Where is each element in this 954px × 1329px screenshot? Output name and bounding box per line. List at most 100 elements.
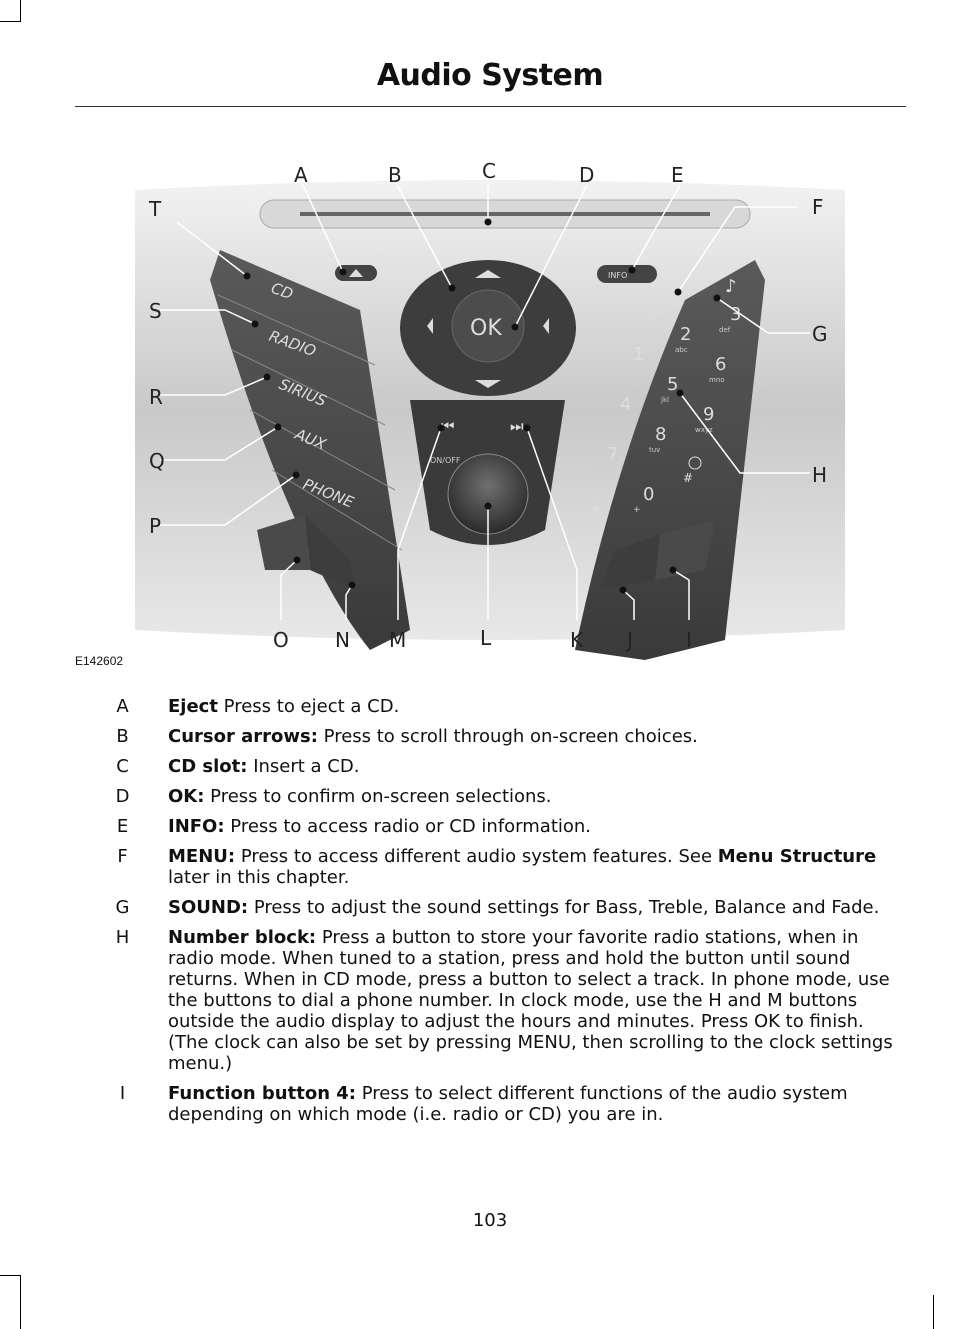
info-button bbox=[597, 265, 657, 283]
callout-h: H bbox=[812, 463, 827, 487]
arrow-up-icon bbox=[475, 270, 501, 278]
legend-letter: I bbox=[119, 1083, 126, 1104]
callout-l: L bbox=[480, 626, 492, 650]
keypad-key-3: 3 bbox=[730, 304, 741, 325]
callout-m: M bbox=[389, 628, 406, 652]
legend-body: Press to select different functions of t… bbox=[168, 1083, 848, 1125]
callout-f: F bbox=[812, 195, 824, 219]
crop-mark-bottom-right-v bbox=[933, 1295, 934, 1329]
legend-row-g: G SOUND: Press to adjust the sound setti… bbox=[75, 897, 905, 918]
clock-icon bbox=[688, 456, 702, 470]
callout-o: O bbox=[273, 628, 289, 652]
arrow-right-icon bbox=[543, 318, 549, 334]
legend-row-a: A Eject Press to eject a CD. bbox=[75, 696, 905, 717]
callout-dots bbox=[243, 218, 721, 594]
callout-b: B bbox=[388, 163, 402, 187]
title-divider bbox=[75, 106, 906, 107]
crop-mark-bottom-left-h bbox=[0, 1275, 21, 1276]
callout-i: I bbox=[686, 628, 692, 652]
info-button-label: INFO bbox=[608, 271, 627, 280]
legend-body: Press to scroll through on-screen choice… bbox=[317, 726, 698, 747]
eject-icon bbox=[349, 269, 363, 277]
keypad-key-6-letters: mno bbox=[709, 376, 725, 384]
legend-letter: E bbox=[116, 816, 129, 837]
ok-button bbox=[451, 289, 525, 363]
crop-mark-bottom-left-v bbox=[20, 1275, 21, 1329]
legend-row-i: I Function button 4: Press to select dif… bbox=[75, 1083, 905, 1125]
callout-n: N bbox=[335, 628, 350, 652]
legend-body: Press to eject a CD. bbox=[217, 696, 400, 717]
legend-body: Press a button to store your favorite ra… bbox=[168, 927, 893, 1074]
page-title: Audio System bbox=[376, 58, 604, 93]
legend-letter: G bbox=[115, 897, 130, 918]
legend-description: CD slot: Insert a CD. bbox=[168, 756, 905, 777]
function-button-2 bbox=[305, 515, 355, 590]
source-buttons: CD RADIO SIRIUS AUX PHONE bbox=[210, 250, 410, 650]
legend-body: Press to adjust the sound settings for B… bbox=[248, 897, 880, 918]
keypad-key-4-letters: ghi bbox=[613, 416, 624, 424]
keypad-key-8-letters: tuv bbox=[649, 446, 660, 454]
legend-letter: C bbox=[116, 756, 129, 777]
seek-forward-icon: ⏭ bbox=[510, 417, 524, 435]
seek-back-icon: ⏮ bbox=[441, 417, 455, 435]
keypad-key-0-letters: + bbox=[633, 505, 641, 515]
legend-description: SOUND: Press to adjust the sound setting… bbox=[168, 897, 905, 918]
callout-a: A bbox=[294, 163, 308, 187]
keypad-key-8: 8 bbox=[655, 424, 666, 445]
function-button-1 bbox=[257, 515, 310, 570]
callout-t: T bbox=[148, 197, 162, 221]
legend-body: Insert a CD. bbox=[247, 756, 360, 777]
legend-list: A Eject Press to eject a CD. B Cursor ar… bbox=[75, 696, 905, 1134]
legend-description: OK: Press to confirm on-screen selection… bbox=[168, 786, 905, 807]
legend-body: Press to access different audio system f… bbox=[235, 846, 718, 867]
legend-term: CD slot: bbox=[168, 756, 248, 777]
arrow-left-icon bbox=[427, 318, 433, 334]
keypad-key-5-letters: jkl bbox=[660, 396, 669, 404]
legend-row-h: H Number block: Press a button to store … bbox=[75, 927, 905, 1074]
keypad-key-4: 4 bbox=[620, 394, 631, 415]
callout-r: R bbox=[149, 385, 163, 409]
legend-letter: H bbox=[115, 927, 130, 948]
legend-description: Function button 4: Press to select diffe… bbox=[168, 1083, 905, 1125]
legend-description: INFO: Press to access radio or CD inform… bbox=[168, 816, 905, 837]
cd-slot-opening bbox=[300, 212, 710, 216]
keypad-key-star: * bbox=[590, 501, 601, 526]
keypad-key-7-letters: pqrs bbox=[597, 466, 613, 474]
keypad-key-2: 2 bbox=[680, 324, 691, 345]
music-note-icon: ♪ bbox=[725, 276, 737, 297]
legend-cross-reference: Menu Structure bbox=[717, 846, 877, 867]
function-button-3 bbox=[600, 535, 660, 590]
legend-body: Press to confirm on-screen selections. bbox=[204, 786, 552, 807]
legend-row-e: E INFO: Press to access radio or CD info… bbox=[75, 816, 905, 837]
crop-mark-top-left-h bbox=[0, 21, 21, 22]
legend-row-c: C CD slot: Insert a CD. bbox=[75, 756, 905, 777]
crop-mark-top-left-v bbox=[20, 0, 21, 22]
page-number: 103 bbox=[472, 1210, 508, 1231]
callout-k: K bbox=[570, 628, 584, 652]
legend-description: MENU: Press to access different audio sy… bbox=[168, 846, 905, 888]
callout-g: G bbox=[812, 322, 828, 346]
legend-letter: B bbox=[116, 726, 129, 747]
legend-letter: D bbox=[115, 786, 130, 807]
keypad-key-7: 7 bbox=[607, 444, 618, 465]
legend-description: Eject Press to eject a CD. bbox=[168, 696, 905, 717]
keypad-key-hash: # bbox=[683, 471, 693, 485]
keypad-key-2-letters: abc bbox=[675, 346, 688, 354]
callout-q: Q bbox=[149, 449, 165, 473]
legend-term: SOUND: bbox=[168, 897, 249, 918]
ok-button-label: OK bbox=[470, 316, 502, 341]
on-off-label: ON/OFF bbox=[430, 456, 461, 465]
legend-letter: F bbox=[117, 846, 128, 867]
callout-lines bbox=[160, 184, 810, 620]
arrow-down-icon bbox=[475, 380, 501, 388]
keypad-key-3-letters: def bbox=[719, 326, 731, 334]
callout-d: D bbox=[579, 163, 594, 187]
legend-term: Function button 4: bbox=[168, 1083, 356, 1104]
keypad-key-5: 5 bbox=[667, 374, 678, 395]
legend-term: OK: bbox=[168, 786, 205, 807]
keypad-key-6: 6 bbox=[715, 354, 726, 375]
legend-description: Number block: Press a button to store yo… bbox=[168, 927, 905, 1074]
legend-term: Cursor arrows: bbox=[168, 726, 318, 747]
keypad-key-9: 9 bbox=[703, 404, 714, 425]
legend-row-d: D OK: Press to confirm on-screen selecti… bbox=[75, 786, 905, 807]
